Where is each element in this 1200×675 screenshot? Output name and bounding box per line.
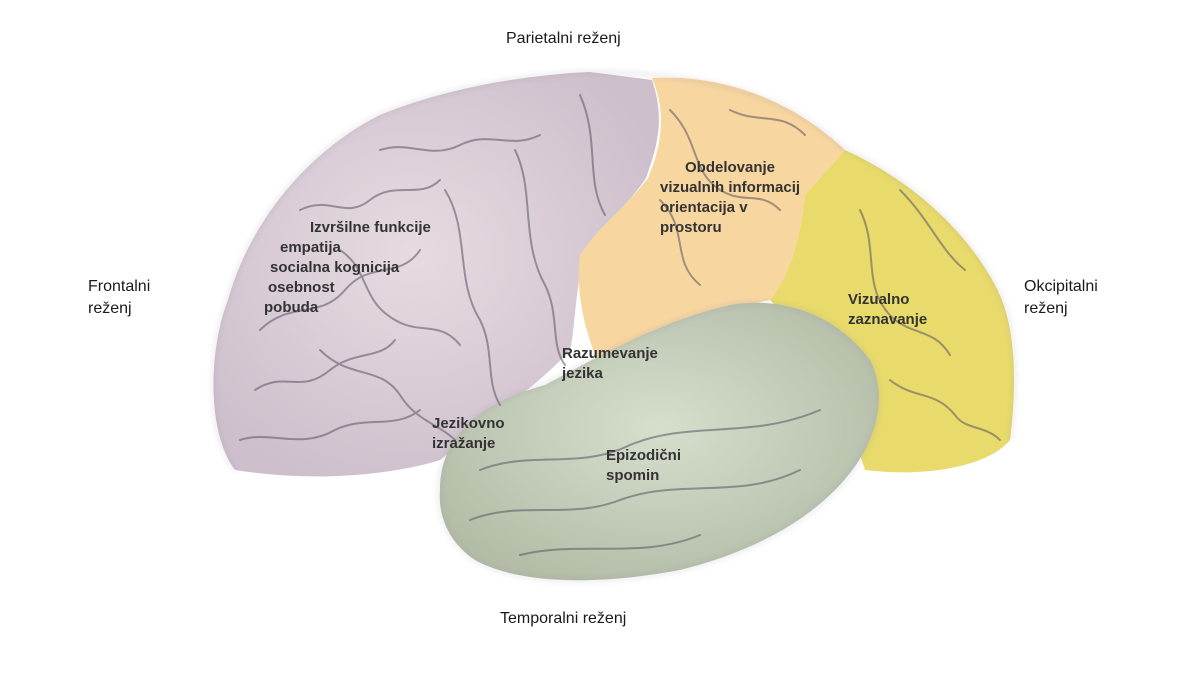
function-personality: osebnost <box>268 279 335 296</box>
function-empathy: empatija <box>280 239 341 256</box>
temporal-lobe-label: Temporalni reženj <box>500 610 627 627</box>
occipital-lobe-label: Okcipitalni reženj <box>1024 276 1098 320</box>
visual-processing-line-1: Obdelovanje <box>685 159 776 176</box>
parietal-lobe-region <box>578 77 845 366</box>
visual-perception-line-1: Vizualno <box>848 291 910 308</box>
occipital-lobe-region <box>770 150 1015 473</box>
episodic-memory-line-2: spomin <box>606 467 660 484</box>
occipital-lobe-label-line-2: reženj <box>1024 300 1068 317</box>
episodic-memory-line-1: Epizodični <box>606 447 681 464</box>
visual-perception-line-2: zaznavanje <box>848 311 928 328</box>
language-comprehension-label: Razumevanje jezika <box>562 344 658 384</box>
frontal-lobe-label-line-2: reženj <box>88 300 132 317</box>
language-comprehension-line-1: Razumevanje <box>562 345 658 362</box>
function-motivation: pobuda <box>264 299 319 316</box>
episodic-memory-label: Epizodični spomin <box>606 446 681 486</box>
visual-processing-line-2: vizualnih informacij <box>660 179 801 196</box>
visual-perception-label: Vizualno zaznavanje <box>848 290 927 330</box>
function-social-cognition: socialna kognicija <box>270 259 400 276</box>
frontal-lobe-label-line-1: Frontalni <box>88 278 151 295</box>
language-expression-label: Jezikovno izražanje <box>432 414 505 454</box>
parietal-lobe-label: Parietalni reženj <box>506 30 621 47</box>
frontal-functions-label: Izvršilne funkcije empatija socialna kog… <box>262 218 431 318</box>
language-expression-line-2: izražanje <box>432 435 496 452</box>
gyri-lines <box>239 94 1001 556</box>
lobe-outlines <box>212 70 1016 582</box>
language-comprehension-line-2: jezika <box>562 365 603 382</box>
visual-processing-line-3: orientacija v <box>660 199 748 216</box>
visual-processing-line-4: prostoru <box>660 219 722 236</box>
language-expression-line-1: Jezikovno <box>432 415 505 432</box>
function-executive: Izvršilne funkcije <box>310 219 431 236</box>
frontal-lobe-label: Frontalni reženj <box>88 276 150 320</box>
visual-processing-label: Obdelovanje vizualnih informacij orienta… <box>660 158 800 238</box>
frontal-lobe-region <box>213 72 659 477</box>
occipital-lobe-label-line-1: Okcipitalni <box>1024 278 1098 295</box>
